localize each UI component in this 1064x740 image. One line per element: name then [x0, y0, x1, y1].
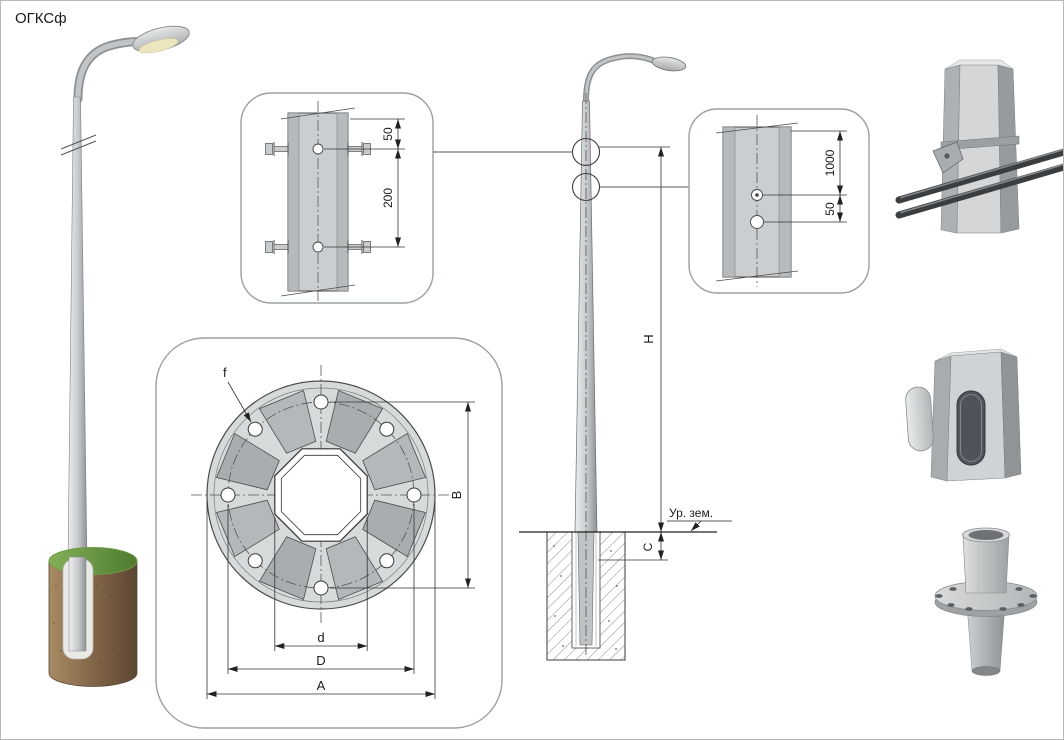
dimension-A: A	[206, 501, 436, 699]
stiffener-ribs	[215, 389, 427, 601]
dim-label-200: 200	[381, 188, 395, 208]
break-line-top	[280, 107, 356, 120]
pole-base-in-sleeve	[68, 556, 87, 652]
elevation-arm	[583, 53, 660, 104]
pole-facet-right	[997, 64, 1020, 234]
elevation-lamp-head	[651, 56, 687, 72]
dimension-B: B	[330, 401, 475, 589]
break-line-bottom	[280, 284, 356, 297]
pole-elevation: Ур. зем. H C	[519, 53, 732, 661]
dim-label-B: B	[449, 491, 464, 500]
pole-section-edge-left	[287, 112, 300, 292]
ground-conductor-rods	[895, 148, 1063, 219]
bolt-holes	[220, 394, 422, 596]
lamp-arm-highlight	[75, 38, 148, 102]
dim-label-C: C	[641, 542, 655, 551]
pole-shaft-3d	[67, 96, 88, 562]
dimension-D: D	[227, 504, 415, 674]
hatch-pole-facet-right	[1000, 351, 1022, 479]
dim-label-50-right: 50	[823, 202, 837, 216]
hatch-cover-plate	[905, 386, 934, 452]
dim-label-50: 50	[381, 127, 395, 141]
face-hole-upper	[312, 143, 324, 155]
face-hole-lower	[312, 241, 324, 253]
dim-label-D: D	[316, 653, 325, 668]
embed-bottom	[971, 666, 1001, 676]
pole-3d-render	[48, 25, 190, 687]
dimension-d: d	[274, 517, 368, 651]
embed-flange-holes	[935, 587, 1037, 611]
dimension-200: 200	[324, 149, 405, 248]
octagon-opening-inner	[280, 454, 362, 536]
dimension-1000: 1000	[763, 130, 847, 196]
lamp-glow	[138, 38, 179, 54]
detail-flange-plan: f B d D A	[155, 337, 503, 729]
pole-facet-front	[956, 64, 1002, 234]
dimension-C: C	[598, 532, 668, 561]
octagon-opening-outer	[274, 448, 368, 542]
label-f-callout: f	[223, 365, 252, 423]
concrete-dots	[553, 545, 618, 650]
clamp-bolt	[944, 153, 950, 159]
cable-hole	[750, 215, 764, 229]
embed-tube-hole	[968, 530, 1004, 540]
lamp-head	[132, 25, 190, 54]
foundation-embed-render	[934, 527, 1038, 676]
break-mark	[60, 134, 97, 156]
detail-right-section: 1000 50	[688, 108, 870, 294]
lamp-arm	[73, 37, 150, 104]
ground-level-text: Ур. зем.	[669, 506, 713, 520]
dimension-50: 50	[324, 118, 405, 150]
dim-label-H: H	[641, 334, 656, 343]
dimension-H: H	[598, 146, 670, 532]
embed-tube	[962, 534, 1010, 594]
dim-label-1000: 1000	[823, 149, 837, 176]
dimension-50-right: 50	[764, 195, 847, 223]
hole-diameter-label: f	[223, 365, 227, 380]
ground-level-label: Ур. зем.	[667, 506, 732, 532]
hatch-opening	[956, 390, 986, 466]
pole-section-edge-right-2	[778, 126, 792, 278]
elevation-arm-highlight	[584, 54, 659, 103]
pole-section-edge-right	[336, 112, 349, 292]
hatch-door-render	[905, 348, 1022, 482]
page-title: ОГКСф	[15, 10, 67, 27]
grounding-clamp-render	[895, 59, 1063, 234]
break-line-top-2	[715, 122, 799, 134]
earthing-bolt-dot	[755, 193, 759, 197]
dim-label-d: d	[317, 630, 324, 645]
clamp-band	[940, 135, 1020, 151]
detail-top-section: 50 200	[240, 92, 434, 304]
dim-label-A: A	[317, 678, 326, 693]
pole-section-edge-left-2	[722, 126, 736, 278]
hatch-opening-rim	[960, 394, 982, 462]
foundation-cylinder	[48, 547, 138, 687]
